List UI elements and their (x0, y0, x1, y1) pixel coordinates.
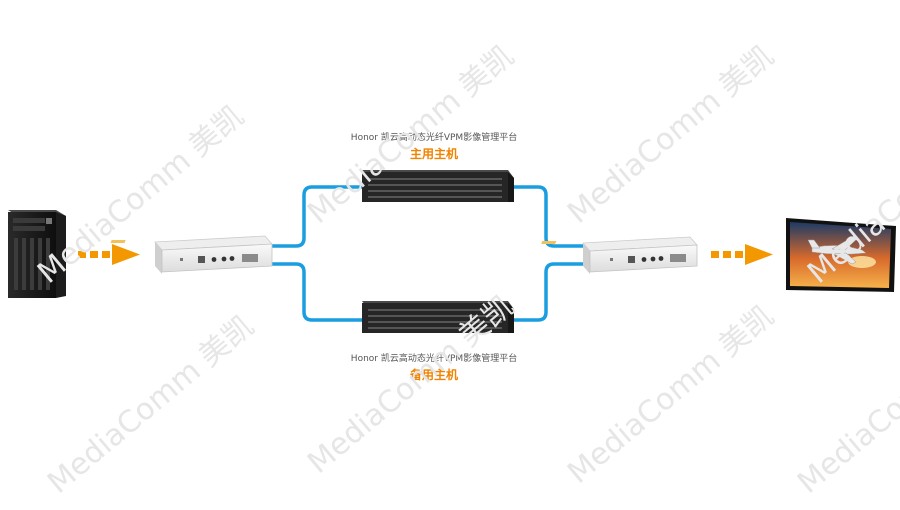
receiver-icon (541, 236, 698, 274)
arrow-icon (78, 244, 140, 265)
display-icon (786, 218, 896, 292)
backup-platform-label: Honor 凯云高动态光纤VPM影像管理平台 (350, 354, 518, 364)
fiber-tx-backup (268, 262, 370, 322)
fiber-primary-rx (508, 185, 588, 248)
transmitter-icon (110, 235, 273, 274)
fiber-backup-rx (508, 262, 588, 322)
primary-role-label: 主用主机 (409, 147, 458, 161)
arrow-icon (711, 244, 773, 265)
workstation-icon (8, 210, 66, 298)
fiber-links (268, 185, 588, 322)
server-icon (362, 301, 514, 333)
server-icon (362, 170, 514, 202)
backup-role-label: 备用主机 (409, 368, 458, 382)
fiber-tx-primary (268, 185, 370, 248)
primary-platform-label: Honor 凯云高动态光纤VPM影像管理平台 (350, 133, 518, 143)
